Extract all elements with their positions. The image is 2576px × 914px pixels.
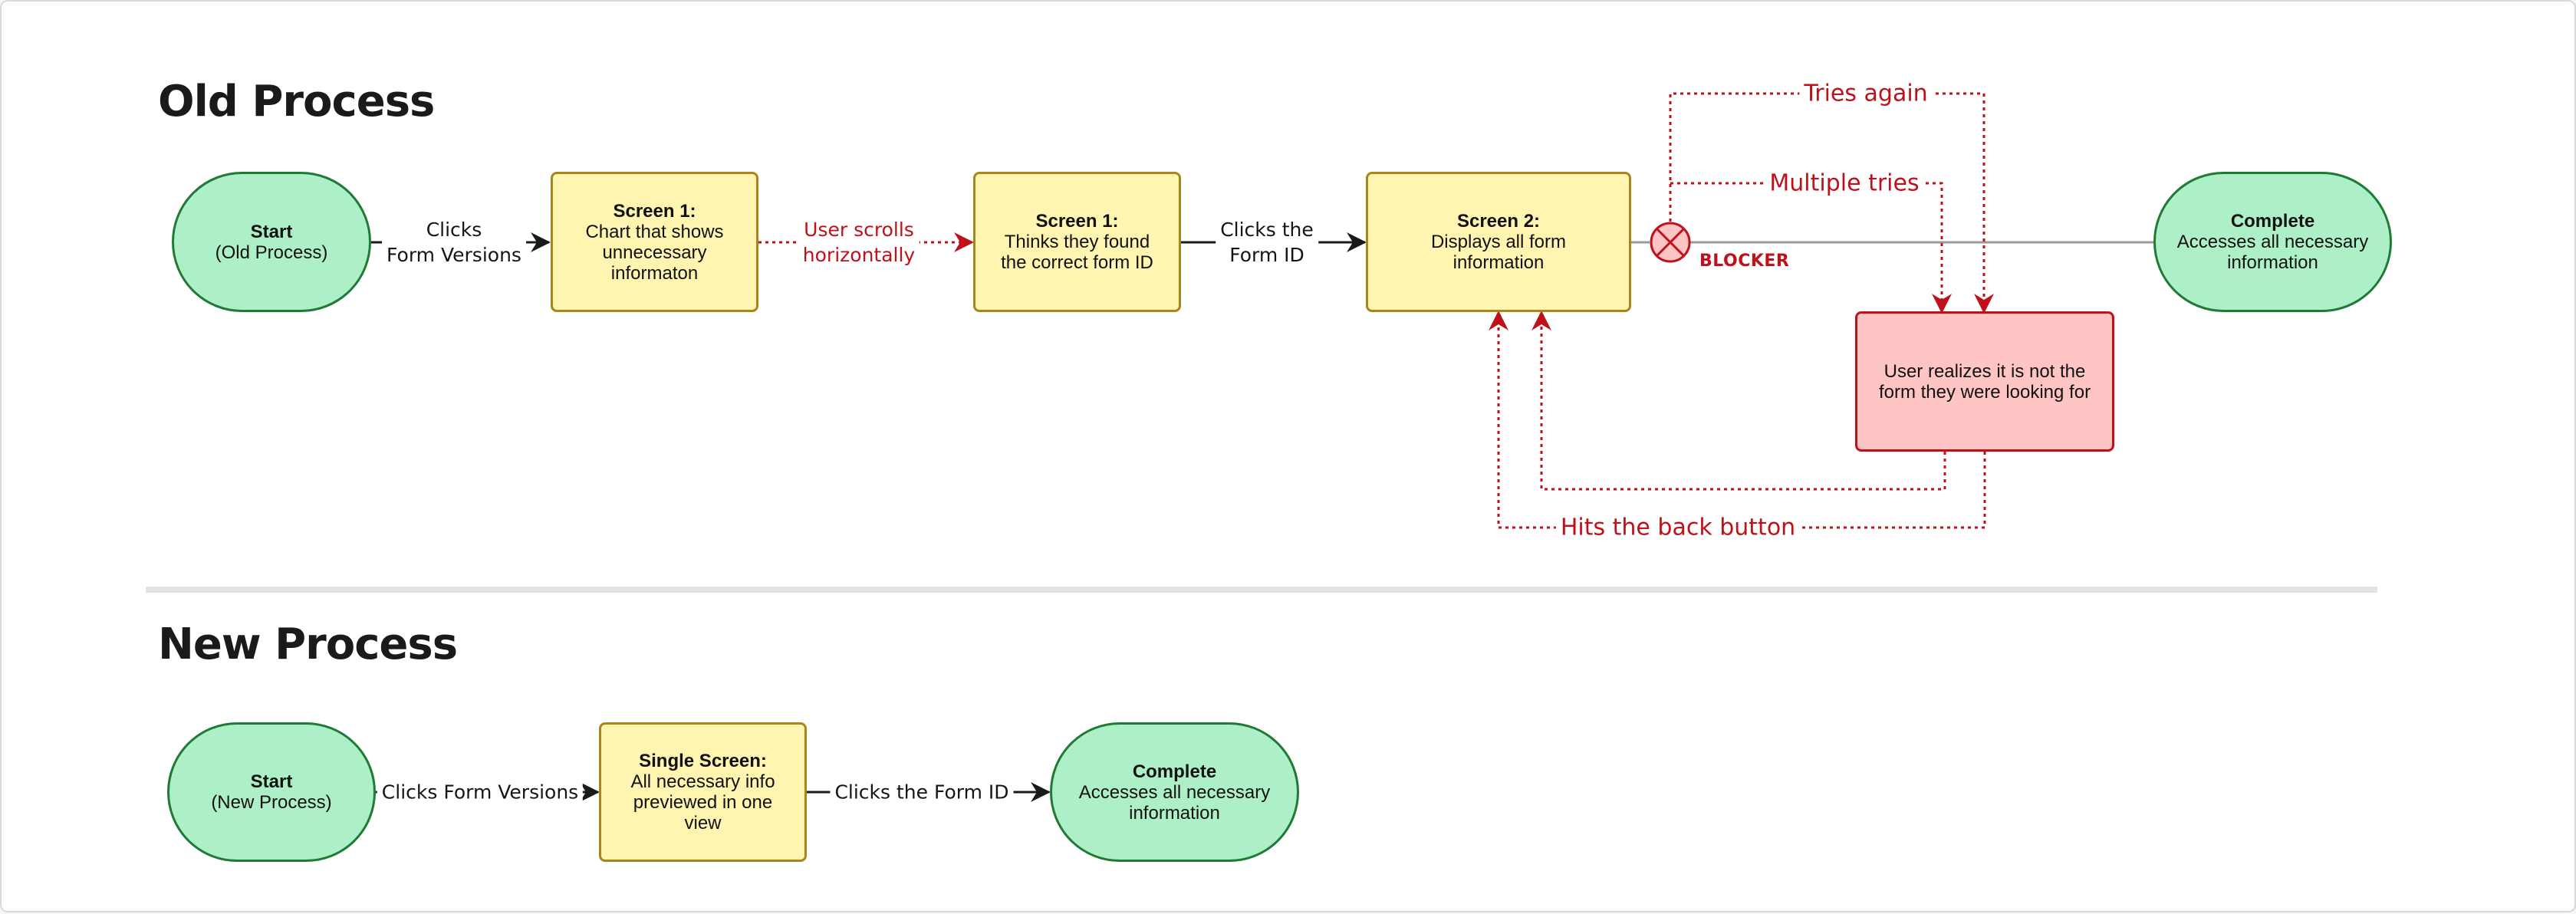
- node-body: (New Process): [211, 792, 332, 813]
- node-body: Accesses all necessary information: [1078, 781, 1271, 824]
- node-title: Complete: [2230, 211, 2315, 232]
- edge-label-clicks-form-versions: Clicks Form Versions: [382, 217, 526, 268]
- blocker-label: BLOCKER: [1699, 252, 1790, 271]
- new-start-node: Start (New Process): [167, 722, 376, 862]
- node-title: Start: [250, 221, 293, 242]
- node-body: Thinks they found the correct form ID: [1001, 232, 1153, 273]
- node-body: Chart that shows unnecessary informaton: [585, 221, 724, 284]
- node-title: Screen 2:: [1456, 211, 1541, 232]
- node-title: Start: [250, 771, 293, 792]
- old-complete-node: Complete Accesses all necessary informat…: [2153, 172, 2392, 312]
- old-process-title: Old Process: [158, 77, 435, 127]
- single-screen-node: Single Screen: All necessary info previe…: [599, 722, 807, 862]
- node-body: All necessary info previewed in one view: [630, 771, 775, 833]
- edge-label-user-scrolls: User scrolls horizontally: [798, 217, 920, 268]
- edge-label-multiple-tries: Multiple tries: [1765, 170, 1924, 196]
- node-title: Screen 1:: [1035, 211, 1119, 232]
- edge-multiple-tries: [1670, 182, 1952, 314]
- edge-label-tries-again: Tries again: [1799, 81, 1933, 107]
- edge-label-back-button: Hits the back button: [1555, 515, 1801, 541]
- edge-tries-again: [1669, 92, 1994, 314]
- new-process-title: New Process: [158, 620, 458, 669]
- old-screen1-thinks-node: Screen 1: Thinks they found the correct …: [973, 172, 1181, 312]
- old-screen1-chart-node: Screen 1: Chart that shows unnecessary i…: [551, 172, 758, 312]
- node-body: Accesses all necessary information: [2176, 232, 2369, 273]
- node-body: (Old Process): [215, 242, 328, 263]
- old-start-node: Start (Old Process): [172, 172, 371, 312]
- node-body: User realizes it is not the form they we…: [1878, 360, 2091, 403]
- node-title: Screen 1:: [613, 200, 696, 222]
- node-title: Complete: [1132, 761, 1217, 782]
- x-circle-icon: [1650, 222, 1691, 263]
- edge-label-clicks-form-id: Clicks the Form ID: [1216, 217, 1318, 268]
- user-realizes-node: User realizes it is not the form they we…: [1855, 311, 2114, 452]
- old-screen2-node: Screen 2: Displays all form information: [1366, 172, 1631, 312]
- node-title: Single Screen:: [639, 751, 767, 771]
- new-complete-node: Complete Accesses all necessary informat…: [1050, 722, 1299, 862]
- node-body: Displays all form information: [1430, 232, 1567, 273]
- edge-label-new-clicks-form-id: Clicks the Form ID: [830, 779, 1014, 805]
- edge-label-new-clicks-form-versions: Clicks Form Versions: [377, 779, 584, 805]
